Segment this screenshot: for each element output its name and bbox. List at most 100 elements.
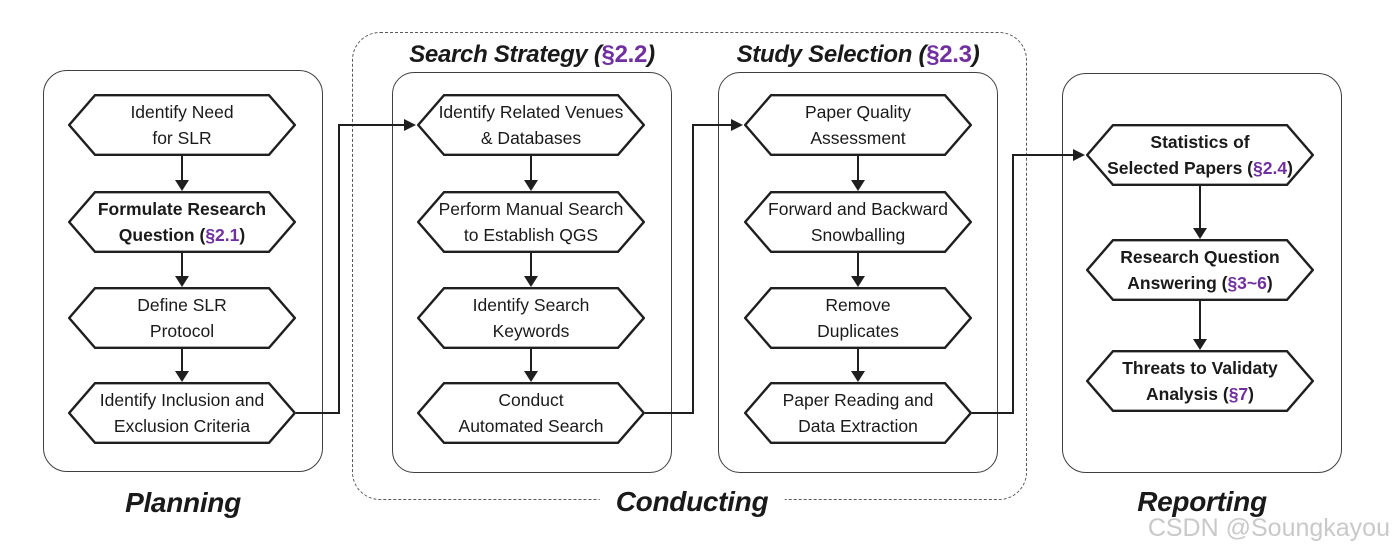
node-label-line: Protocol [149, 321, 215, 341]
reporting-label: Reporting [1137, 486, 1267, 517]
node-label-close: ) [239, 225, 246, 245]
hexagon-shape [744, 382, 972, 444]
hexagon-shape [1086, 350, 1314, 412]
arrowhead-icon [1073, 149, 1085, 161]
node-label-line: Paper Reading and [782, 390, 934, 410]
node-label-line: Identify Inclusion and [99, 390, 265, 410]
node-label-line: Analysis (§7) [1146, 381, 1254, 407]
arrow-down-icon [851, 156, 865, 191]
arrow-down-icon [175, 253, 189, 287]
hexagon-shape [1086, 239, 1314, 301]
study-selection-box [718, 72, 998, 473]
node-label: Identify Related Venues& Databases [417, 94, 645, 156]
search-strategy-section-ref: §2.2 [601, 41, 648, 68]
node-label-line: Threats to Validaty [1122, 358, 1278, 378]
arrowhead-icon [404, 119, 416, 131]
hexagon-shape [744, 191, 972, 253]
reporting-box [1062, 73, 1342, 473]
node-label-line: Perform Manual Search [438, 199, 624, 219]
node-define-slr-protocol: Define SLR Protocol [68, 287, 296, 349]
node-label-line: Assessment [810, 128, 906, 148]
arrow-down-icon [175, 349, 189, 382]
node-label-text: Question ( [118, 225, 206, 245]
connector-search-to-study [645, 124, 731, 414]
hexagon-shape [417, 287, 645, 349]
search-strategy-box [392, 72, 672, 473]
node-label-line: Data Extraction [798, 416, 918, 436]
planning-box [43, 70, 323, 472]
node-label-line: Automated Search [458, 416, 604, 436]
node-label-text: Answering ( [1127, 273, 1228, 293]
arrow-down-icon [524, 349, 538, 382]
node-label-line: Identify Search [472, 295, 590, 315]
node-label-line: Answering (§3~6) [1127, 270, 1272, 296]
section-ref: §7 [1228, 384, 1249, 404]
node-perform-manual-search-qgs: Perform Manual Search to Establish QGS [417, 191, 645, 253]
node-label-line: Duplicates [817, 321, 899, 341]
node-label-text: Selected Papers ( [1107, 158, 1253, 178]
search-strategy-title: Search Strategy (§2.2) [392, 41, 672, 69]
arrow-down-icon [524, 253, 538, 287]
watermark-text: CSDN @Soungkayou [1147, 514, 1390, 542]
node-label-line: Research Question [1120, 247, 1280, 267]
arrow-down-icon [851, 253, 865, 287]
hexagon-shape [68, 382, 296, 444]
node-label-line: Formulate Research [97, 199, 267, 219]
node-label-line: Define SLR [137, 295, 227, 315]
hexagon-shape [68, 191, 296, 253]
node-label-line: Remove [825, 295, 891, 315]
conducting-label: Conducting [599, 486, 785, 518]
hexagon-shape [417, 382, 645, 444]
study-selection-title-close: ) [971, 41, 980, 68]
node-label-line: to Establish QGS [463, 225, 599, 245]
arrow-down-icon [524, 156, 538, 191]
search-strategy-title-close: ) [647, 41, 655, 68]
node-label-line: Question (§2.1) [119, 222, 245, 248]
node-label-line: Identify Related Venues [438, 102, 624, 122]
arrowhead-icon [731, 119, 743, 131]
search-strategy-title-text: Search Strategy ( [409, 41, 602, 68]
node-label-line: Selected Papers (§2.4) [1107, 155, 1293, 181]
arrow-down-icon [851, 349, 865, 382]
arrow-down-icon [175, 156, 189, 191]
connector-planning-to-search [296, 124, 404, 414]
node-label-line: Conduct [498, 390, 564, 410]
study-selection-title: Study Selection (§2.3) [718, 41, 998, 69]
hexagon-shape [417, 191, 645, 253]
study-selection-section-ref: §2.3 [926, 41, 972, 68]
hexagon-shape [417, 94, 645, 156]
section-ref: §3~6 [1227, 273, 1267, 293]
node-label-line: Forward and Backward [768, 199, 948, 219]
hexagon-shape [68, 94, 296, 156]
node-label: Define SLR Protocol [68, 287, 296, 349]
node-label-line: Keywords [492, 321, 570, 341]
section-ref: §2.4 [1253, 158, 1288, 178]
hexagon-shape [1086, 124, 1314, 186]
node-label-line: Paper Quality [804, 102, 912, 122]
node-label-close: ) [1248, 384, 1254, 404]
connector-study-to-reporting [972, 154, 1073, 414]
node-label-line: Snowballing [810, 225, 906, 245]
